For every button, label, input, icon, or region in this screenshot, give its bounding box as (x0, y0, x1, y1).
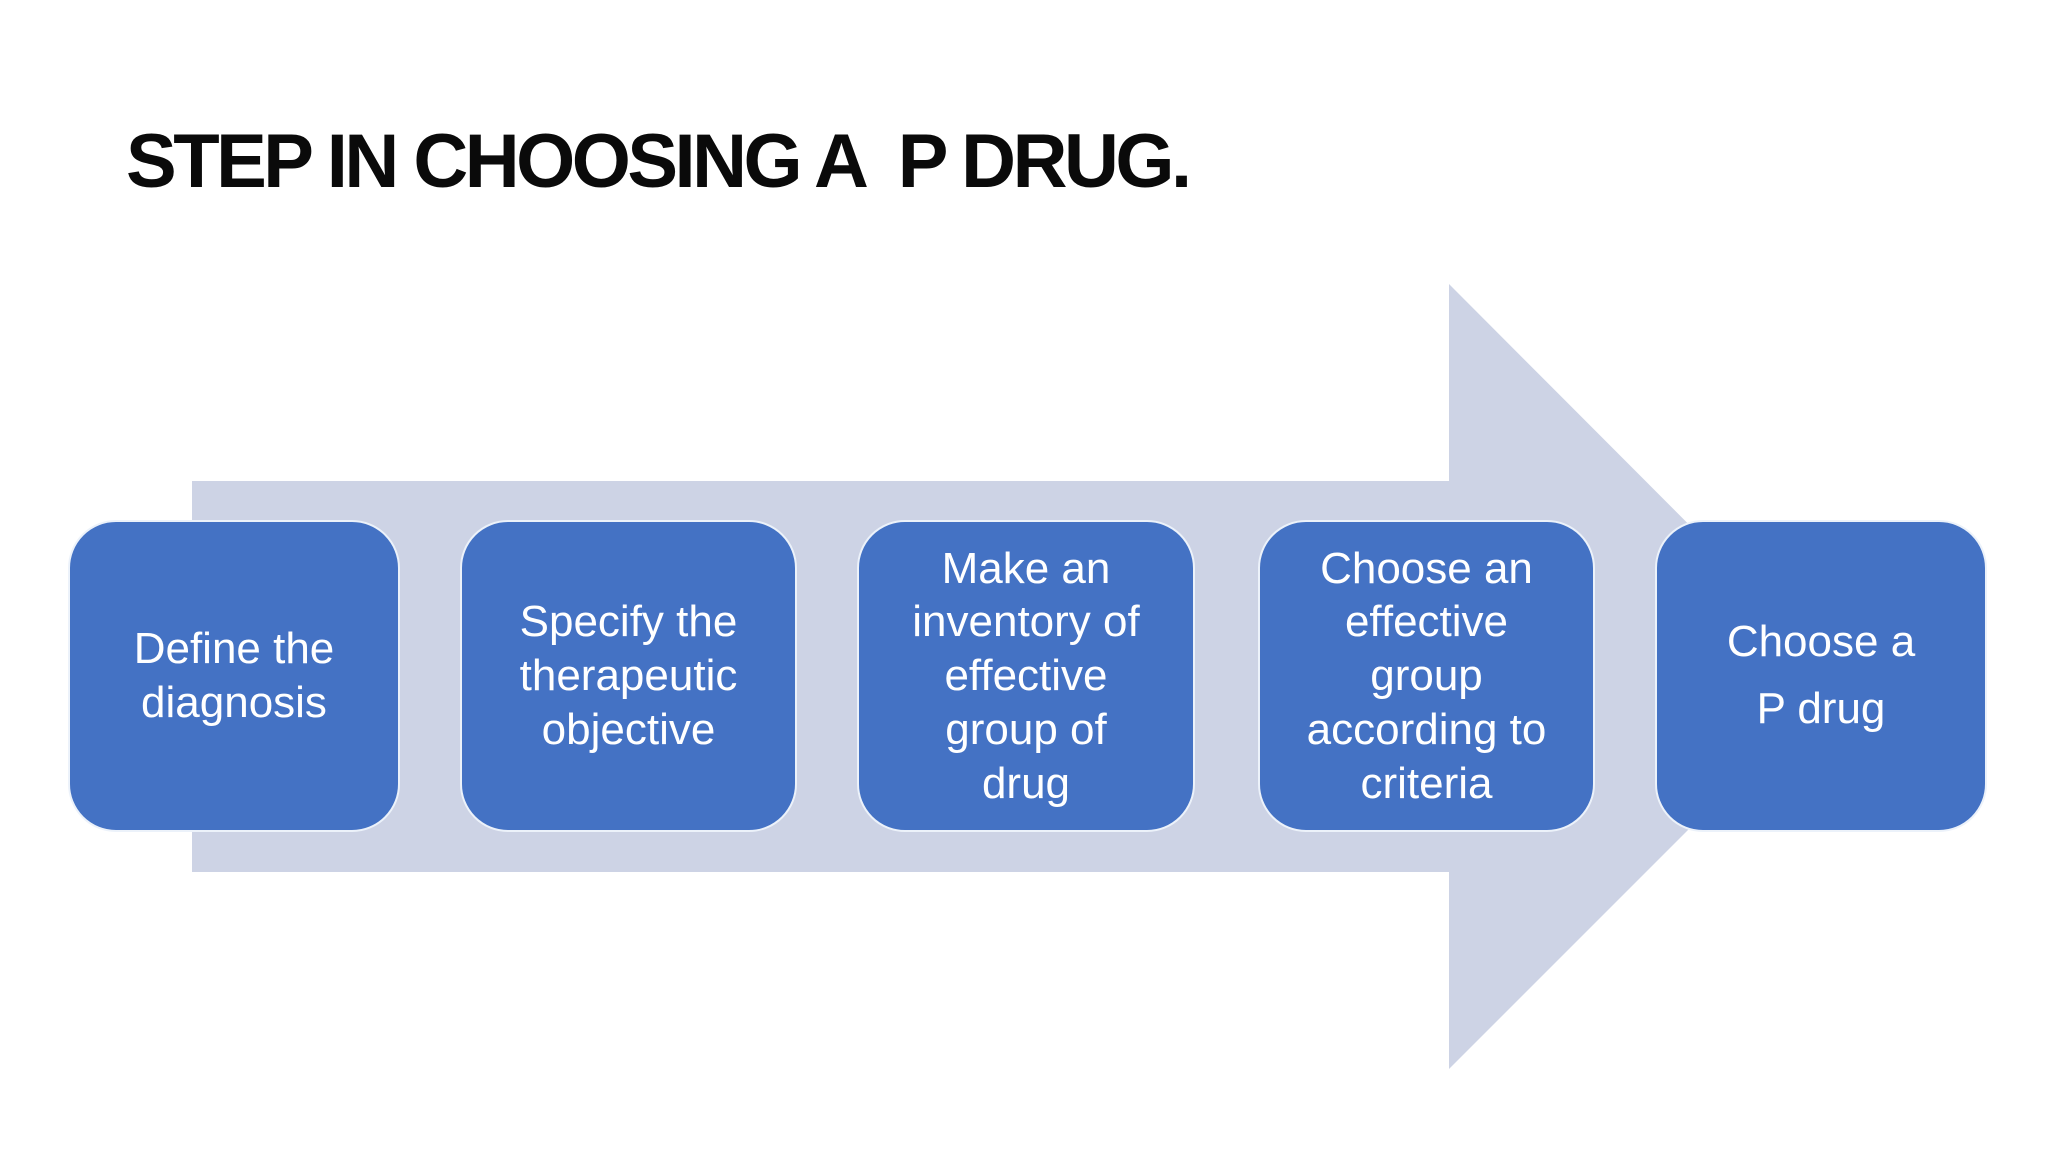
step-label: Specify the therapeutic objective (519, 597, 738, 754)
step-box-inventory-effective-group: Make an inventory of effective group of … (857, 520, 1195, 832)
step-box-choose-effective-group: Choose an effective group according to c… (1258, 520, 1595, 832)
step-label: Choose a P drug (1726, 617, 1916, 733)
step-box-choose-p-drug: Choose a P drug (1655, 520, 1987, 832)
step-box-define-diagnosis: Define the diagnosis (68, 520, 400, 832)
slide-title: STEP IN CHOOSING A P DRUG. (126, 119, 1192, 204)
step-label: Choose an effective group according to c… (1306, 543, 1547, 808)
step-box-specify-therapeutic-objective: Specify the therapeutic objective (460, 520, 797, 832)
step-label: Make an inventory of effective group of … (912, 543, 1140, 808)
step-label: Define the diagnosis (133, 624, 335, 727)
